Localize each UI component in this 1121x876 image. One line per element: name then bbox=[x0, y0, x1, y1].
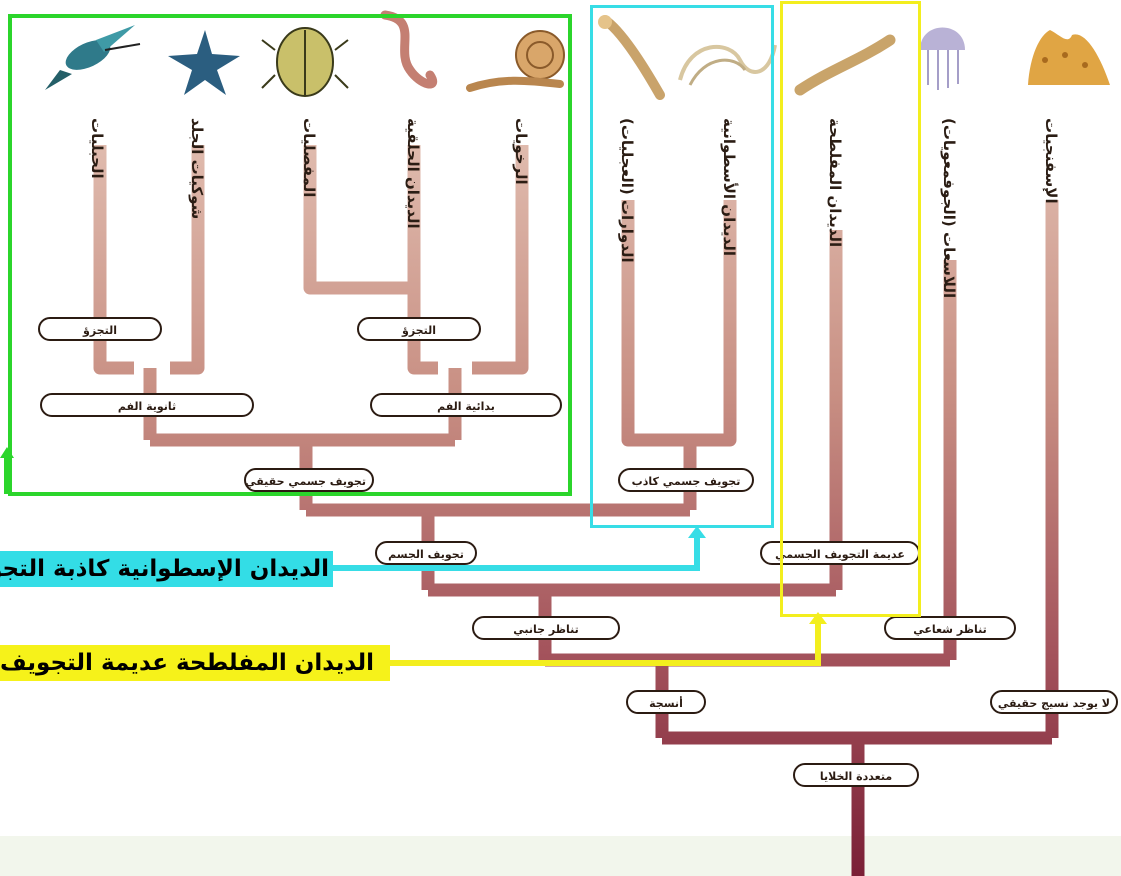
earthworm-icon bbox=[380, 10, 437, 89]
node-acoelom: عديمة التجويف الجسمي bbox=[760, 541, 920, 565]
node-protostome: بدائية الفم bbox=[370, 393, 562, 417]
rotifer-icon bbox=[598, 15, 665, 100]
node-segmentation-left: التجزؤ bbox=[38, 317, 162, 341]
beetle-icon bbox=[261, 27, 349, 97]
node-multicellular: متعددة الخلايا bbox=[793, 763, 919, 787]
cyan-arrow bbox=[330, 534, 700, 571]
node-pseudocoelom: تجويف جسمي كاذب bbox=[618, 468, 754, 492]
roundworm-icon bbox=[678, 44, 777, 86]
node-deuterostome: ثانوية الفم bbox=[40, 393, 254, 417]
starfish-icon bbox=[168, 30, 240, 95]
green-highlight-frame bbox=[8, 14, 572, 496]
label-birds: الحبليات bbox=[88, 118, 106, 179]
flatworm-icon bbox=[794, 34, 896, 96]
branch-mollusks bbox=[472, 145, 529, 375]
label-arthropods: المفصليات bbox=[300, 118, 318, 198]
label-cnidarians: اللاسعات (الجوفمعويات) bbox=[940, 118, 958, 299]
footer-band bbox=[0, 836, 1121, 876]
label-echinoderms: شوكيات الجلد bbox=[188, 118, 206, 220]
branch-arthropods bbox=[303, 145, 414, 295]
node-coelom: تجويف الجسم bbox=[375, 541, 477, 565]
node-no-true-tissue: لا يوجد نسيج حقيقي bbox=[990, 690, 1118, 714]
branch-annelids bbox=[407, 145, 438, 375]
callout-roundworms: الديدان الإسطوانية كاذبة التجويف bbox=[0, 551, 333, 587]
node-true-coelom: تجويف جسمي حقيقي bbox=[244, 468, 374, 492]
branch-echinoderms bbox=[170, 145, 205, 375]
sponge-icon bbox=[1028, 30, 1110, 85]
yellow-arrow bbox=[390, 620, 821, 666]
node-segmentation-right: التجزؤ bbox=[357, 317, 481, 341]
node-bilateral: تناظر جانبي bbox=[472, 616, 620, 640]
label-roundworms: الديدان الأسطوانية bbox=[720, 118, 738, 256]
node-tissues: أنسجة bbox=[626, 690, 706, 714]
label-sponges: الإسفنجيات bbox=[1042, 118, 1060, 204]
branch-rotifers bbox=[621, 200, 676, 447]
node-radial: تناظر شعاعي bbox=[884, 616, 1016, 640]
yellow-highlight-frame bbox=[780, 1, 921, 617]
label-rotifers: الدوارات (العجليات) bbox=[618, 118, 636, 263]
label-mollusks: الرخويات bbox=[512, 118, 530, 185]
snail-icon bbox=[466, 30, 565, 92]
label-flatworms: الديدان المفلطحة bbox=[826, 118, 844, 248]
label-annelids: الديدان الحلقية bbox=[404, 118, 422, 229]
jellyfish-icon bbox=[920, 27, 965, 90]
cyan-highlight-frame bbox=[590, 5, 774, 528]
branch-birds bbox=[93, 145, 134, 375]
hummingbird-icon bbox=[45, 25, 141, 90]
callout-flatworms: الديدان المفلطحة عديمة التجويف bbox=[0, 645, 390, 681]
